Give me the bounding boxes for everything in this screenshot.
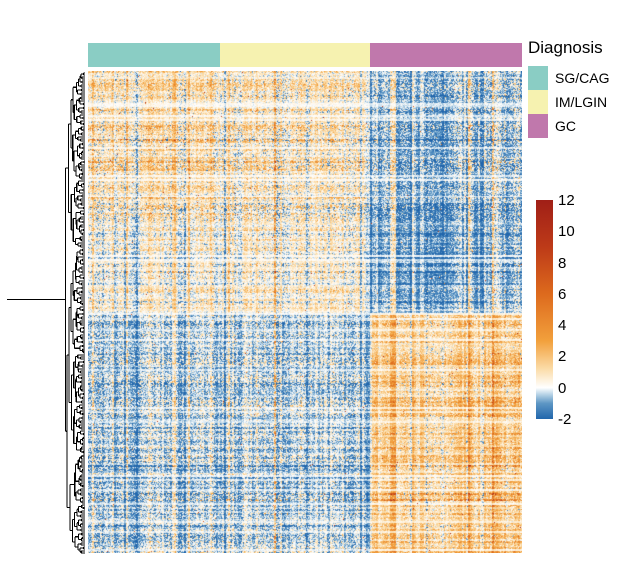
colorbar-tick-label: 2: [558, 348, 567, 366]
heatmap-matrix: [88, 71, 522, 553]
colorbar-gradient: [536, 200, 553, 419]
dendrogram-svg: [7, 72, 85, 554]
legend-swatch: [528, 90, 548, 114]
colorbar-tick-labels: 12 10 8 6 4 2 0 -2: [558, 190, 598, 430]
colorbar: [536, 200, 553, 419]
colorbar-tick-label: 8: [558, 254, 567, 272]
legend-item: SG/CAG: [528, 66, 633, 90]
annotation-block-gc: [369, 43, 522, 67]
colorbar-tick-label: 0: [558, 379, 567, 397]
legend-item-list: SG/CAG IM/LGIN GC: [528, 66, 633, 138]
heatmap-canvas: [88, 71, 522, 553]
legend-swatch: [528, 114, 548, 138]
legend-title: Diagnosis: [528, 38, 603, 57]
legend-swatch: [528, 66, 548, 90]
legend-item: GC: [528, 114, 633, 138]
legend-item: IM/LGIN: [528, 90, 633, 114]
annotation-block-im-lgin: [220, 43, 370, 67]
annotation-block-sg-cag: [88, 43, 220, 67]
legend-label: IM/LGIN: [555, 94, 608, 110]
diagnosis-legend: Diagnosis SG/CAG IM/LGIN GC: [528, 38, 633, 138]
colorbar-tick-label: 12: [558, 192, 575, 209]
legend-label: GC: [555, 118, 576, 134]
column-annotation-bar: [88, 43, 522, 67]
colorbar-tick-label: 6: [558, 285, 567, 303]
colorbar-tick-label: 10: [558, 223, 575, 241]
colorbar-tick-label: -2: [558, 411, 572, 428]
colorbar-tick-label: 4: [558, 317, 567, 335]
row-dendrogram: [6, 72, 86, 554]
legend-label: SG/CAG: [555, 70, 610, 86]
